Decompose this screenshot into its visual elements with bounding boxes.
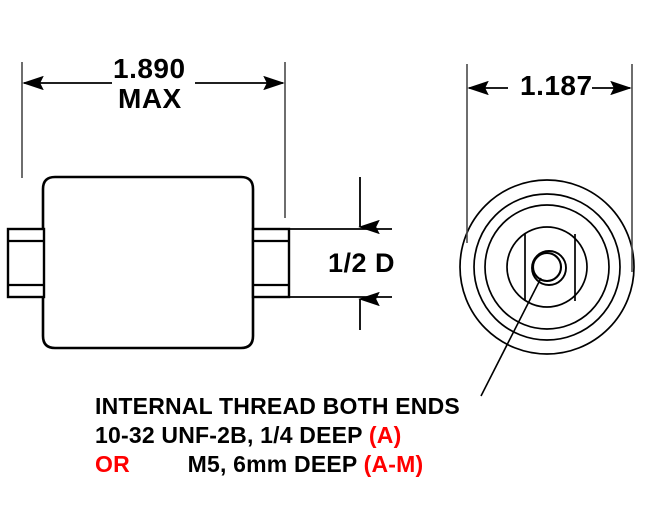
note-line1-text: INTERNAL THREAD BOTH ENDS <box>95 393 460 419</box>
length-dimension-group <box>21 62 286 218</box>
thread-note-block: INTERNAL THREAD BOTH ENDS 10-32 UNF-2B, … <box>95 392 640 480</box>
note-line-metric-thread: OR M5, 6mm DEEP (A-M) <box>95 450 640 479</box>
length-dimension-qualifier: MAX <box>118 83 182 114</box>
right-boss-outline <box>251 227 291 299</box>
boss-dimension-value: 1/2 D <box>328 248 396 278</box>
note-line-internal-thread: INTERNAL THREAD BOTH ENDS <box>95 392 640 421</box>
note-line3-or-keyword: OR <box>95 451 130 478</box>
boss-dimension-group <box>289 177 392 330</box>
note-line2-option-code: (A) <box>368 422 402 449</box>
note-line3-spec: M5, 6mm DEEP <box>187 451 358 478</box>
note-line2-spec: 10-32 UNF-2B, 1/4 DEEP <box>95 422 363 449</box>
length-dimension-value: 1.890 <box>113 53 186 84</box>
note-line3-option-code: (A-M) <box>363 451 424 478</box>
end-view-geometry <box>459 179 635 355</box>
left-boss-outline <box>6 227 46 299</box>
diameter-dimension-value: 1.187 <box>520 70 593 101</box>
body-outline <box>41 175 255 350</box>
note-leader-line <box>480 277 542 397</box>
diameter-dimension-group <box>466 64 633 272</box>
center-thread-hole <box>531 251 563 283</box>
note-line-imperial-thread: 10-32 UNF-2B, 1/4 DEEP (A) <box>95 421 640 450</box>
side-view-geometry <box>6 175 291 350</box>
